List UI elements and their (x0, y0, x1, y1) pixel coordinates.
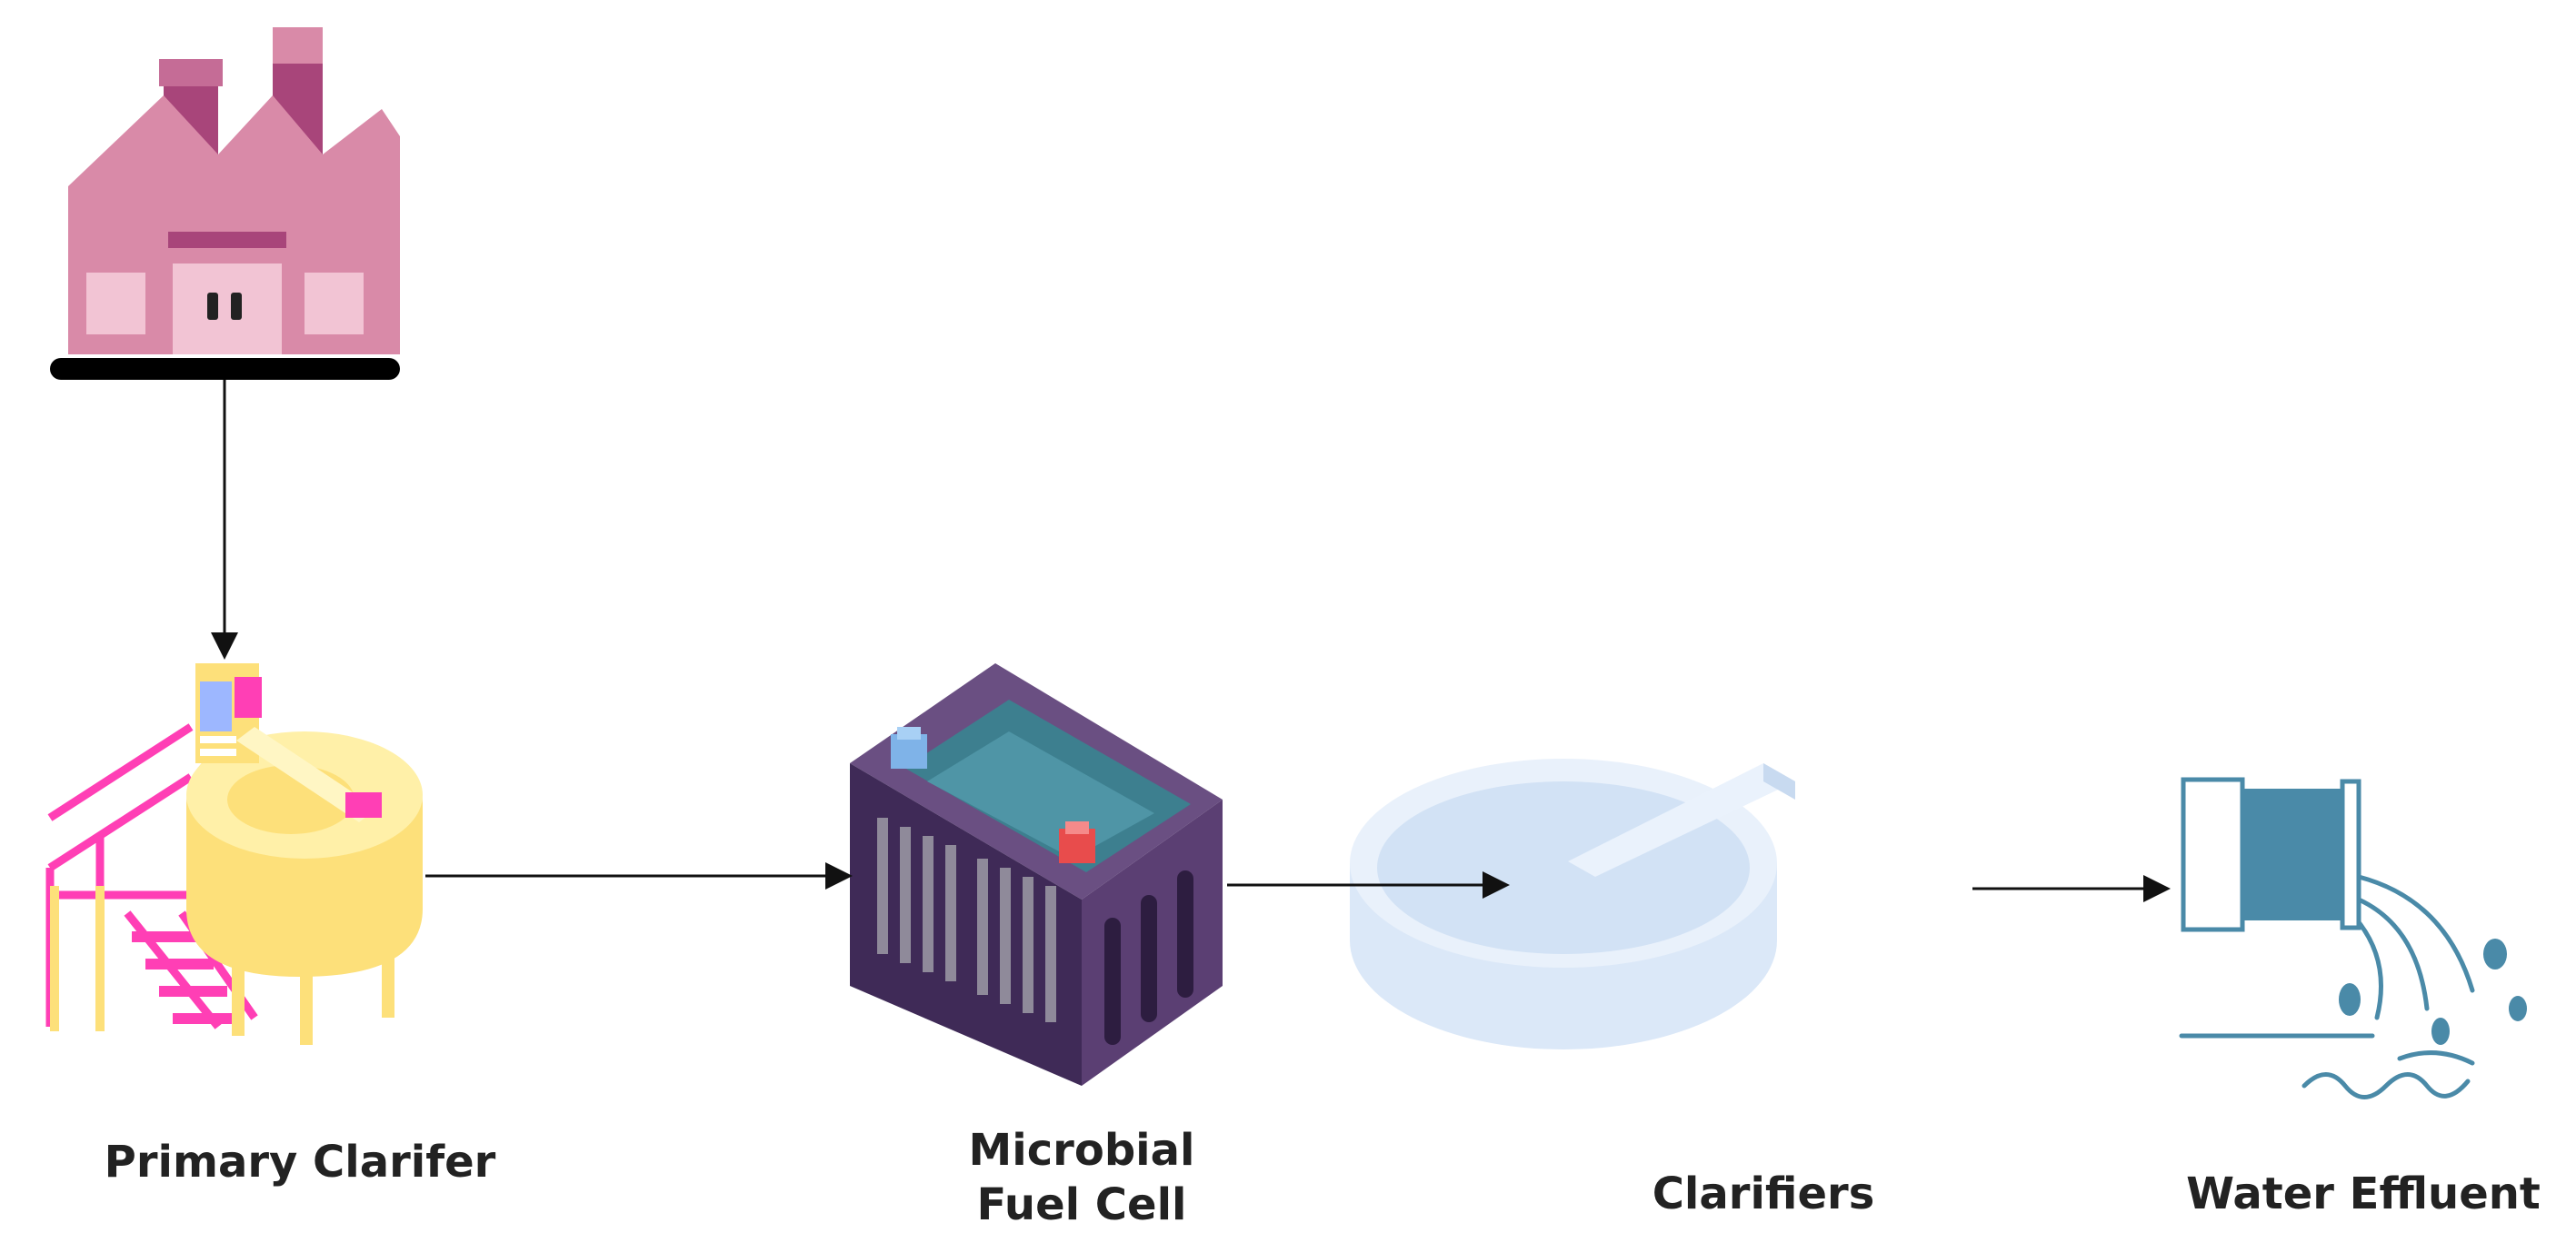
label-clarifiers: Clarifiers (1652, 1168, 1875, 1219)
outfall-pipe-icon (2179, 777, 2527, 1099)
label-microbial-fuel-cell-line1: Microbial (968, 1125, 1195, 1176)
label-primary-clarifier: Primary Clarifer (104, 1137, 496, 1188)
factory-icon (50, 27, 400, 380)
primary-clarifier-tank-icon (45, 663, 423, 1045)
battery-icon (850, 663, 1223, 1086)
label-microbial-fuel-cell-line2: Fuel Cell (976, 1179, 1187, 1230)
clarifier-basin-icon (1350, 759, 1795, 1049)
label-water-effluent: Water Effluent (2186, 1168, 2541, 1219)
